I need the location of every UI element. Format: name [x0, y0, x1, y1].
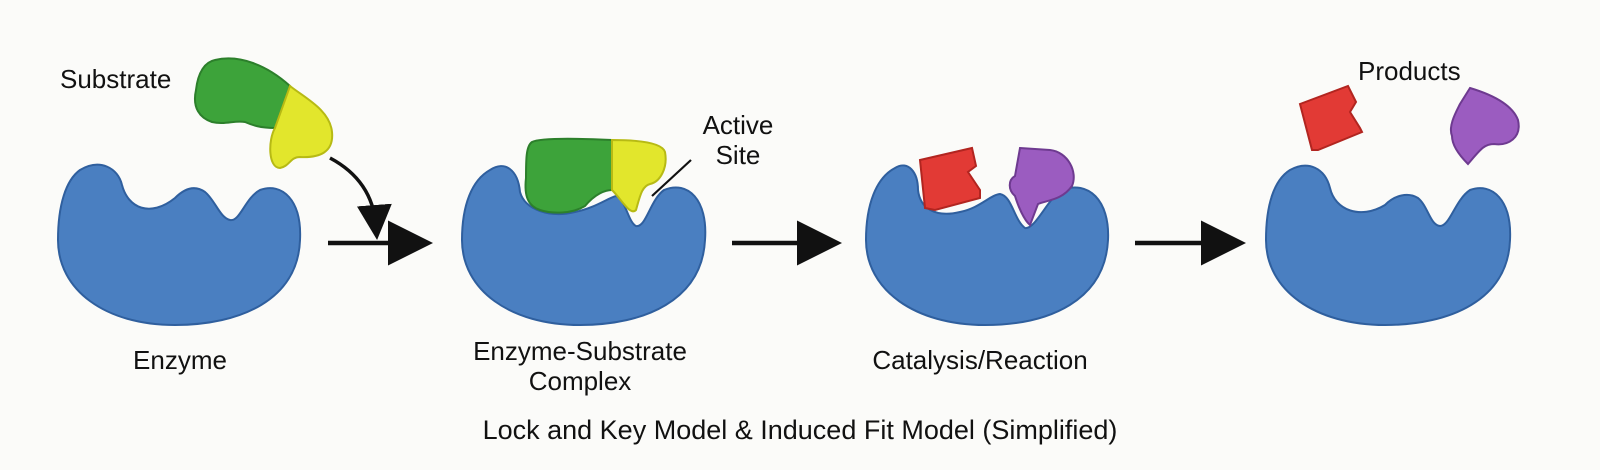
stage-label-enzyme-substrate-complex: Enzyme-Substrate Complex	[473, 336, 687, 396]
stage-label-enzyme: Enzyme	[133, 345, 227, 375]
active-site-label: Active Site	[702, 110, 774, 170]
enzyme-shape-4	[1264, 164, 1512, 327]
bound-substrate-shape	[524, 137, 667, 214]
stage-label-catalysis-reaction: Catalysis/Reaction	[872, 345, 1088, 375]
products-label: Products	[1358, 56, 1461, 86]
enzyme-shape-2	[460, 165, 707, 327]
enzyme-shape-3	[864, 164, 1110, 327]
active-site-pointer	[651, 159, 692, 197]
binding-arrow	[329, 156, 392, 240]
enzyme-shape-1	[56, 163, 302, 327]
released-products	[1298, 84, 1520, 166]
substrate-shape	[194, 57, 334, 170]
substrate-label: Substrate	[60, 64, 172, 94]
catalysis-products	[918, 146, 1075, 227]
diagram-caption: Lock and Key Model & Induced Fit Model (…	[482, 415, 1118, 445]
